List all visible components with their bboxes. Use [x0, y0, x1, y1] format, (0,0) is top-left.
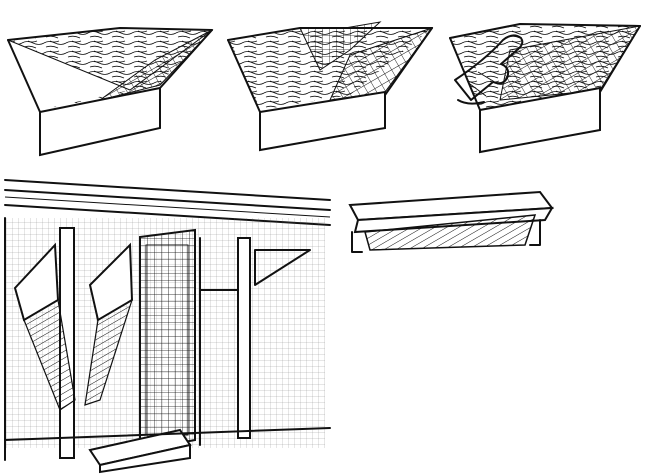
step-1-rack [7, 27, 214, 157]
hand-icon [454, 34, 524, 105]
step-2-rack [227, 21, 434, 152]
hutch-interior [4, 179, 331, 474]
finished-rack [348, 190, 554, 253]
step-3-rack [449, 23, 642, 154]
